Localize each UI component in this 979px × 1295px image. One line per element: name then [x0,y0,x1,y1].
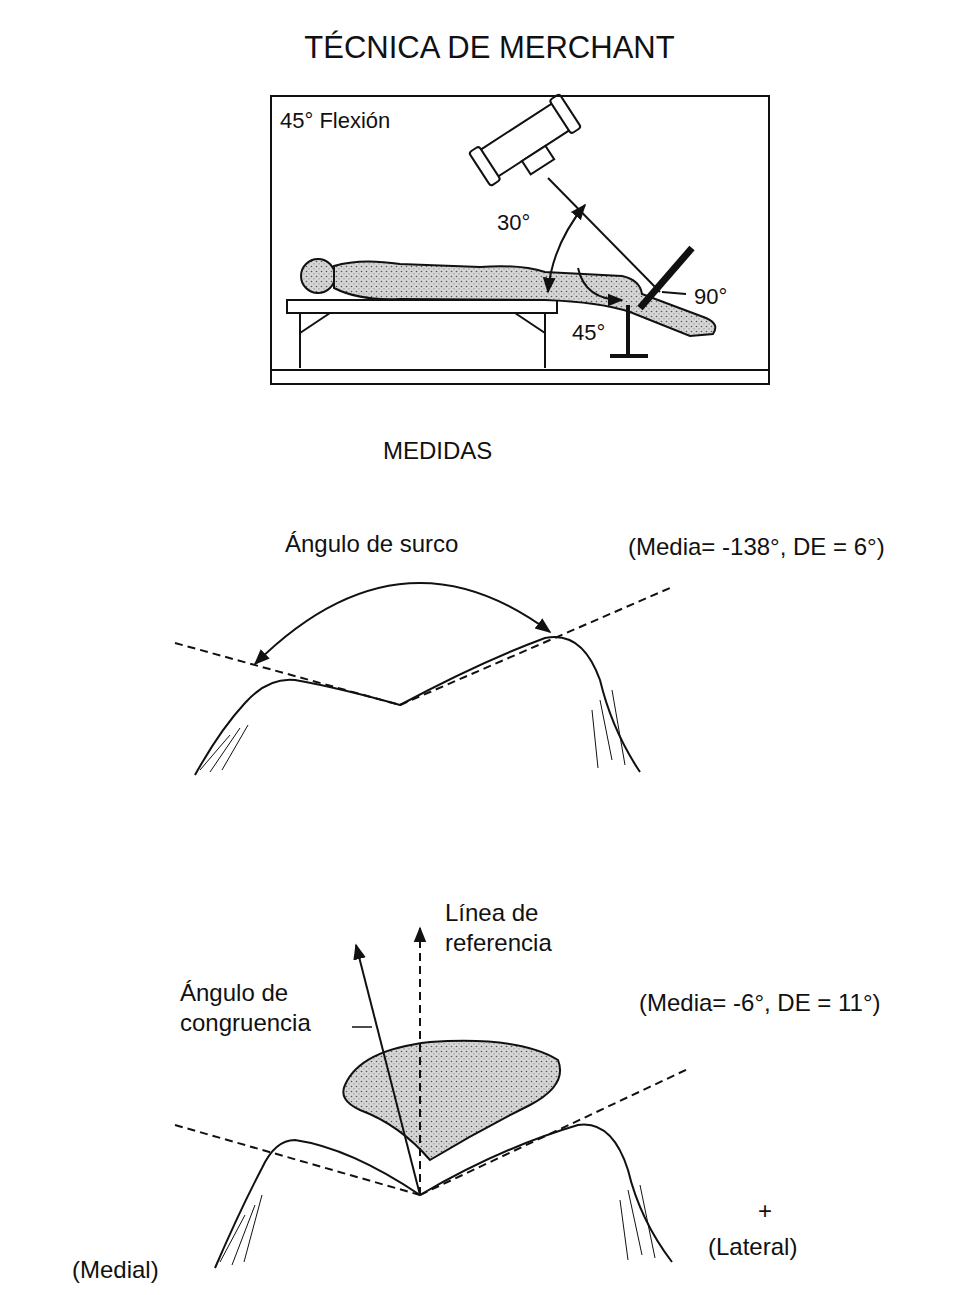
trochlea-figure [175,583,670,775]
side-label: (Medial) [72,1255,202,1285]
table-leg [544,313,546,368]
leader-line [352,1026,372,1028]
table-leg [515,313,545,333]
film-cassette [640,248,692,308]
angle-arc [255,583,550,664]
congruence-figure [175,928,690,1268]
line-name: Línea de referencia [445,898,585,958]
measure-value: (Media= -138°, DE = 6°) [628,532,973,562]
tube-collimator [522,146,554,175]
measure-name: Ángulo de surco [285,529,545,559]
x-ray-beam [548,178,660,292]
frame-box: 45° Flexión 30° 90° 45° [270,95,770,385]
support-base [610,354,648,358]
tube-cap [469,146,501,186]
sign-label: + [758,1196,788,1226]
measure-name: Ángulo de congruencia [180,978,350,1038]
title: TÉCNICA DE MERCHANT [0,30,979,66]
positioning-scene [270,94,770,370]
table-leg [300,313,330,333]
view-label: 45° Flexión [280,107,390,135]
table-top [287,300,557,313]
measure-value: (Media= -6°, DE = 11°) [639,988,974,1018]
angle-label: 45° [572,319,605,347]
angle-label: 30° [497,209,530,237]
x-ray-tube [469,94,588,196]
section-heading: MEDIDAS [383,436,583,466]
side-label: (Lateral) [708,1232,838,1262]
floor-line [270,369,770,371]
angle-arc [578,268,622,300]
angle-arc [548,205,585,292]
tube-cap [549,94,581,134]
bone-hatch [200,690,625,772]
congruence-line [356,945,420,1195]
table-leg [299,313,301,368]
dashed-line [175,643,400,705]
patient-head [301,259,335,293]
patient-body [334,261,715,336]
support-post [626,305,630,356]
patella [343,1041,560,1160]
bone-hatch [220,1185,655,1265]
reference-line [419,928,421,1195]
dashed-line [175,1125,420,1195]
dashed-line [400,588,670,705]
angle-label: 90° [694,283,727,311]
leader-line [662,292,686,294]
